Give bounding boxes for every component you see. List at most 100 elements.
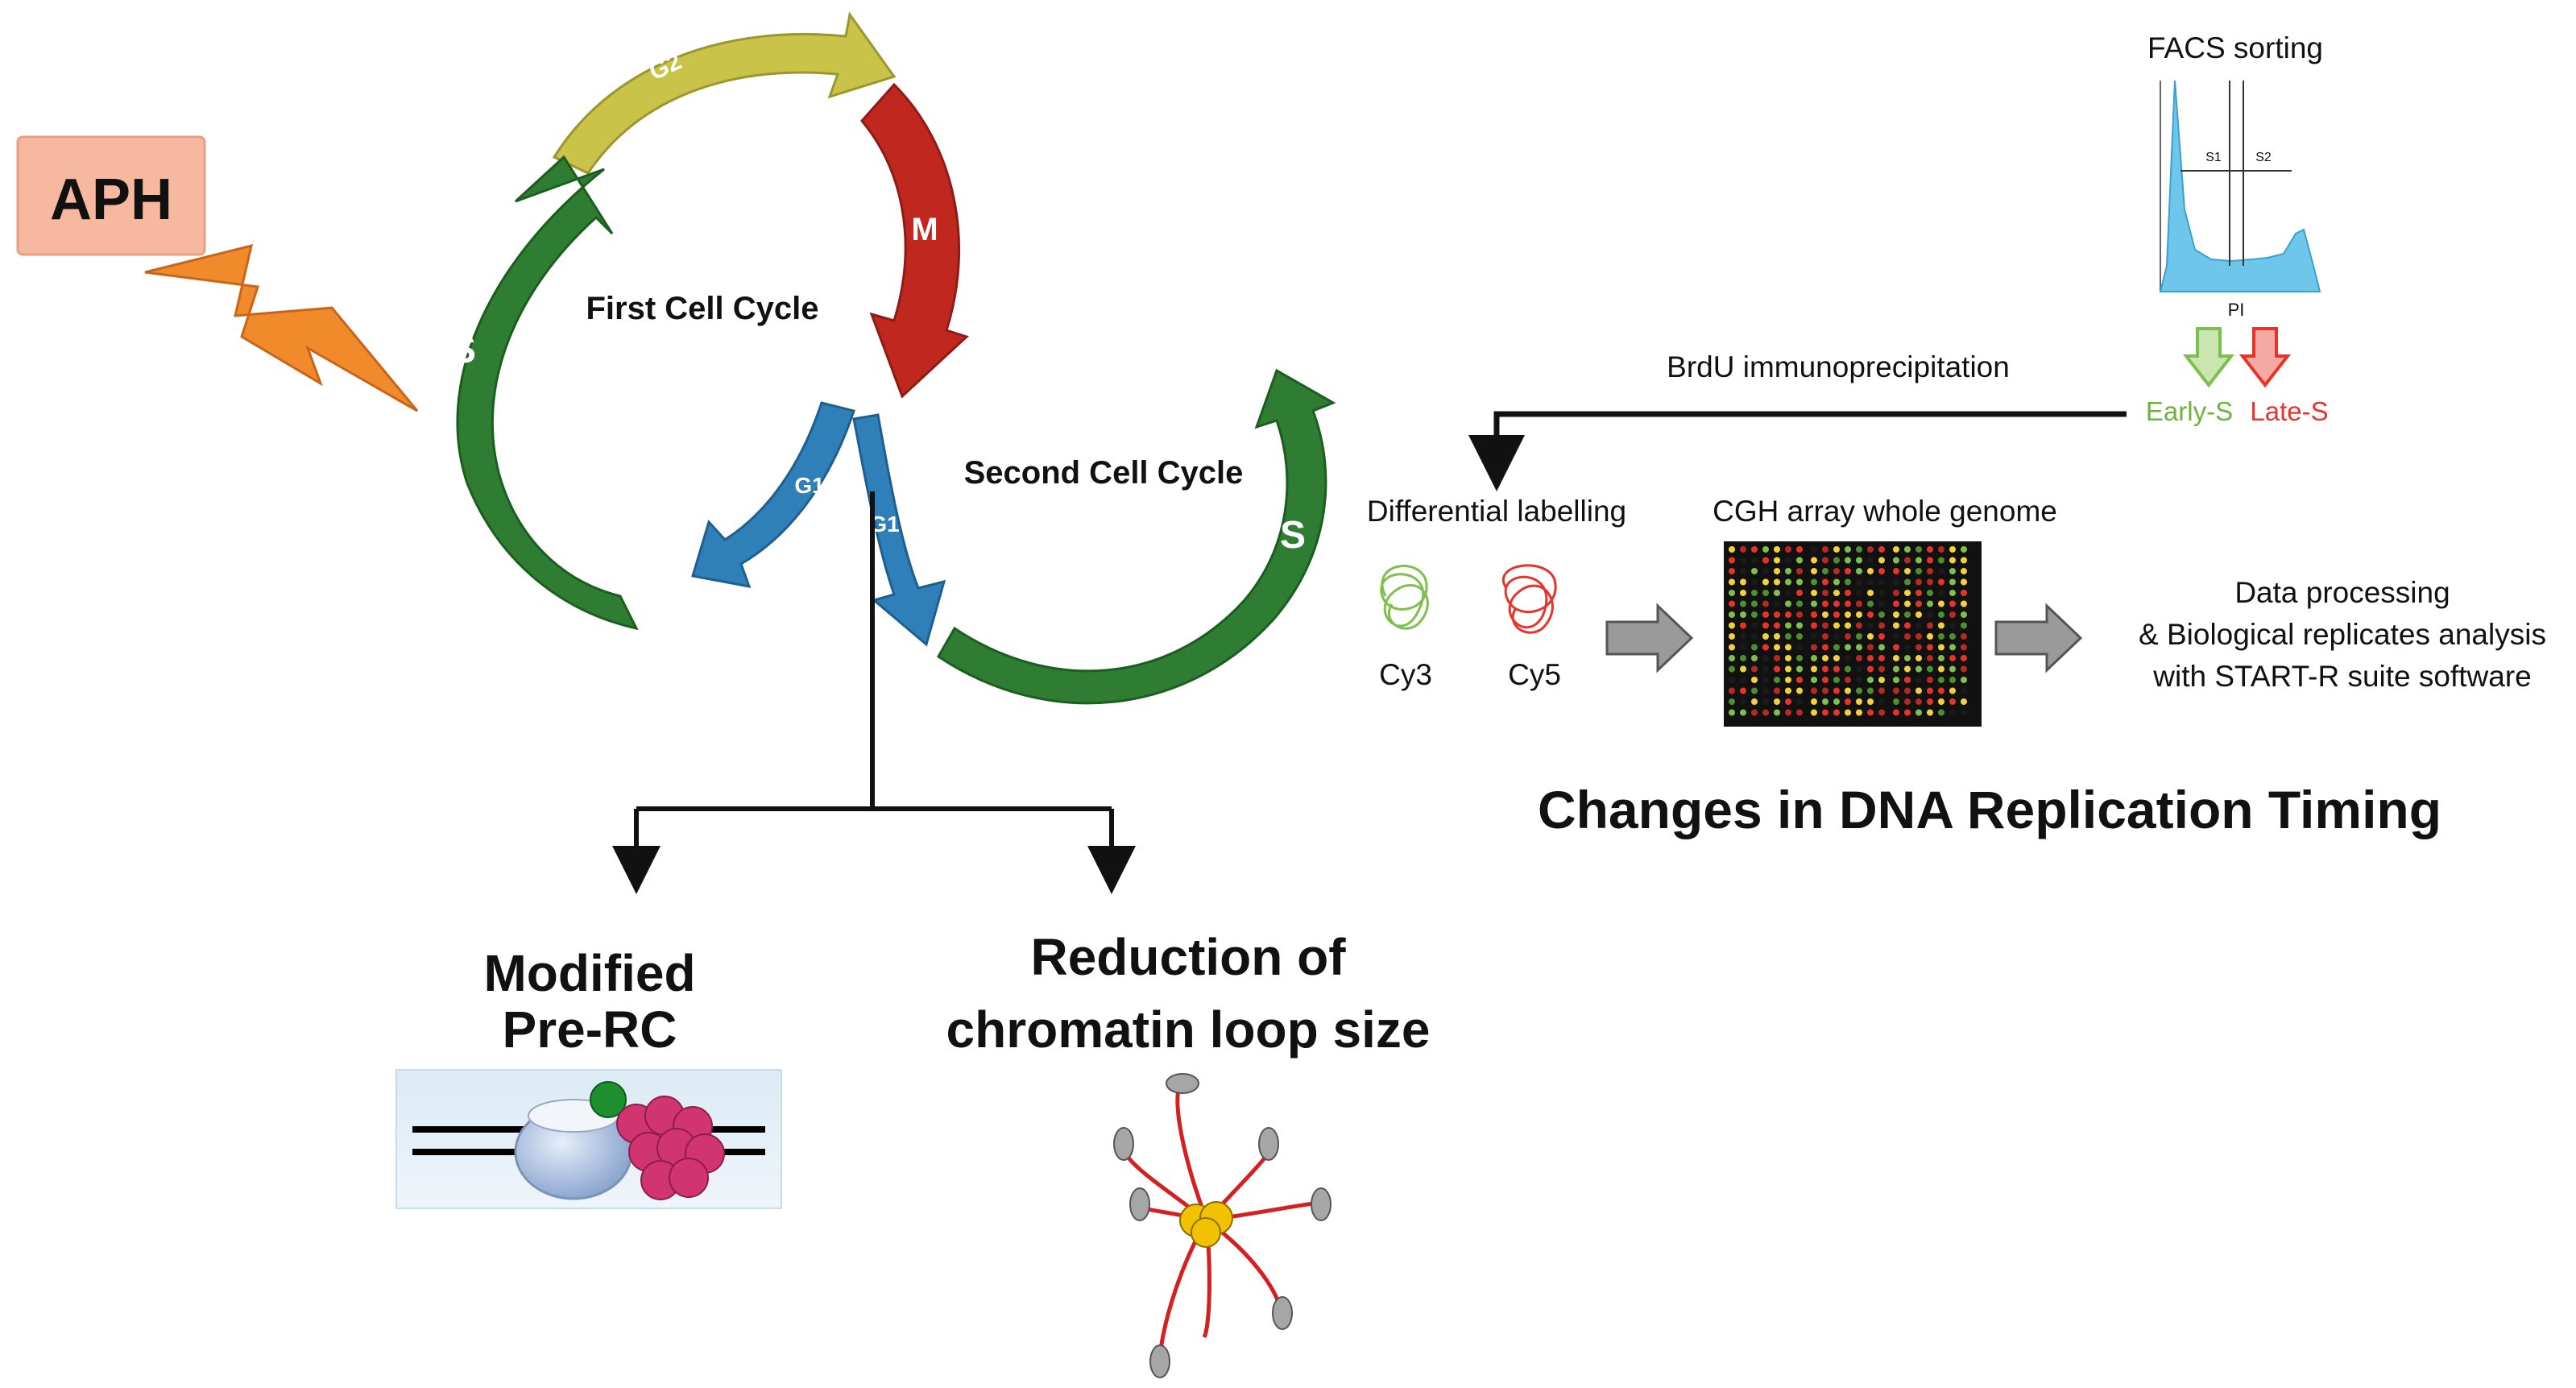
array-spot [1833,578,1840,586]
array-spot [1762,665,1769,673]
aph-group: APH [16,135,419,412]
array-spot [1833,590,1840,596]
array-spot [1822,590,1828,596]
array-spot [1845,665,1851,673]
array-spot [1729,698,1735,705]
first-cycle-label: First Cell Cycle [586,291,818,326]
array-spot [1751,665,1758,673]
array-spot [1740,568,1746,574]
array-spot [1751,633,1758,640]
array-spot [1915,622,1922,629]
array-spot [1878,611,1885,618]
array-spot [1774,687,1780,694]
array-spot [1833,677,1840,683]
s-second-arrow [937,368,1336,705]
m-arrow [860,82,969,399]
array-spot [1822,611,1828,618]
early-arrow [2182,327,2235,388]
array-spot [1878,709,1885,716]
array-spot [1893,611,1899,618]
array-spot [1822,578,1828,586]
pipeline: Differential labelling CGH array whole g… [1367,495,2546,839]
array-spot [1856,677,1862,683]
array-spot [1785,655,1791,661]
array-spot [1751,687,1758,694]
array-spot [1751,655,1758,661]
array-spot [1785,578,1791,586]
array-spot [1878,655,1885,661]
array-spot [1949,611,1956,618]
array-spot [1833,600,1840,607]
second-cell-cycle: S Second Cell Cycle [937,368,1336,705]
array-spot [1949,687,1956,694]
array-spot [1845,622,1851,629]
array-spot [1785,687,1791,694]
array-spot [1845,568,1851,574]
array-spot [1822,600,1828,607]
array-spot [1949,644,1956,651]
array-spot [1904,655,1911,661]
array-spot [1796,557,1803,564]
s-second-label: S [1280,514,1306,557]
array-spot [1878,557,1885,564]
array-spot [1949,600,1956,607]
array-spot [1774,677,1780,683]
array-spot [1856,622,1862,629]
array-spot [1751,698,1758,705]
array-spot [1729,590,1735,596]
array-spot [1774,568,1780,574]
gate-s1: S1 [2205,151,2222,164]
array-spot [1811,590,1817,596]
array-spot [1762,600,1769,607]
array-spot [1774,698,1780,705]
array-spot [1893,590,1899,596]
array-spot [1729,546,1735,553]
array-spot [1867,611,1874,618]
array-spot [1729,709,1735,716]
array-spot [1961,665,1967,673]
array-spot [1796,655,1803,661]
array-spot [1785,600,1791,607]
array-spot [1938,568,1944,574]
s-first-arrow [456,155,639,631]
array-spot [1751,557,1758,564]
array-spot [1856,655,1862,661]
array-spot [1751,600,1758,607]
array-spot [1878,590,1885,596]
g1-first-label: G1 [794,473,824,498]
array-spot [1893,546,1899,553]
facs-panel: FACS sorting S1 S2 PI Early-S Late-S [2146,31,2329,426]
array-spot [1904,665,1911,673]
array-spot [1796,698,1803,705]
array-spot [1938,709,1944,716]
array-spot [1961,655,1967,661]
array-spot [1729,557,1735,564]
array-spot [1915,687,1922,694]
array-spot [1740,677,1746,683]
array-spot [1904,677,1911,683]
aph-label: APH [50,168,172,232]
array-spot [1762,557,1769,564]
array-spot [1878,622,1885,629]
cgh-label: CGH array whole genome [1713,495,2057,528]
second-cycle-label: Second Cell Cycle [964,455,1244,491]
array-spot [1961,546,1967,553]
array-spot [1856,644,1862,651]
array-spot [1822,709,1828,716]
array-spot [1915,578,1922,586]
array-spot [1774,655,1780,661]
array-spot [1915,600,1922,607]
array-spot [1845,546,1851,553]
array-spot [1774,611,1780,618]
array-spot [1961,578,1967,586]
array-spot [1904,622,1911,629]
array-spot [1833,568,1840,574]
array-spot [1833,633,1840,640]
array-spot [1740,687,1746,694]
array-spot [1762,633,1769,640]
array-spot [1796,568,1803,574]
array-spot [1811,709,1817,716]
array-spot [1867,698,1874,705]
array-spot [1856,578,1862,586]
